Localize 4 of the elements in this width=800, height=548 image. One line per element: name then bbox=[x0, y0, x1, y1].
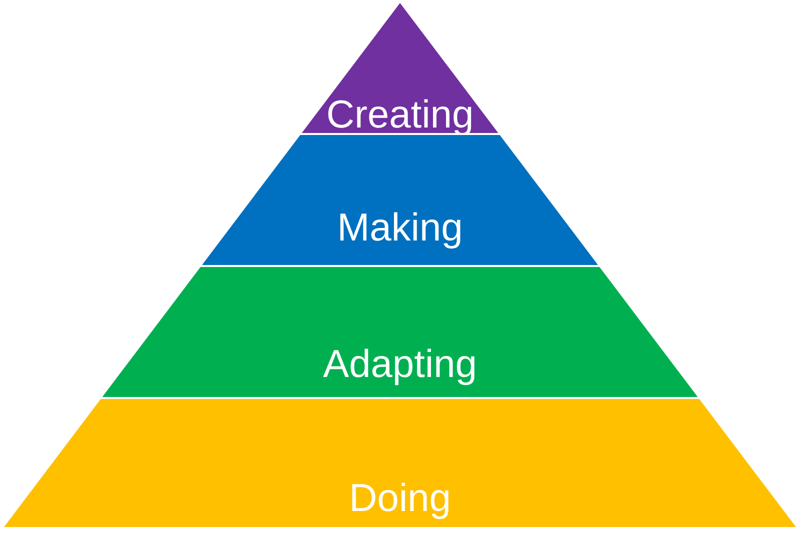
pyramid-level: Adapting bbox=[102, 267, 698, 397]
pyramid-level: Doing bbox=[4, 399, 796, 527]
pyramid-level: Creating bbox=[302, 3, 498, 136]
pyramid-level: Making bbox=[202, 135, 598, 265]
